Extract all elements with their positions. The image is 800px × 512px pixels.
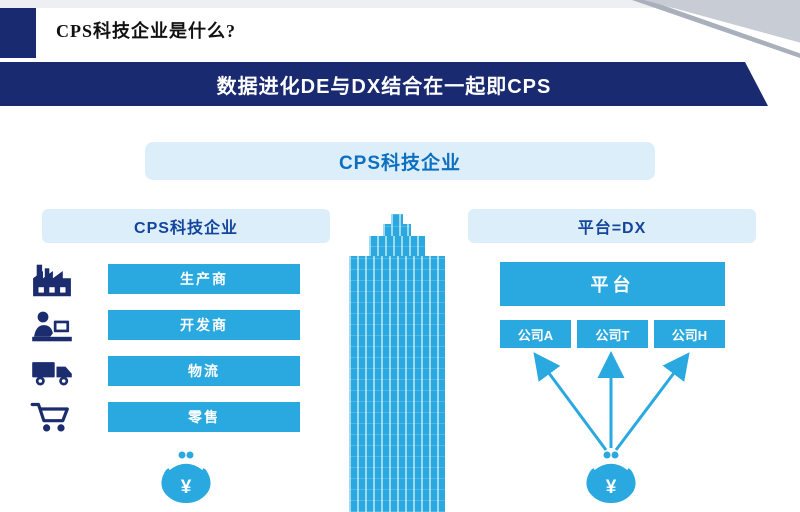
company-box-a: 公司A	[500, 320, 571, 348]
left-panel-title: CPS科技企业	[42, 209, 330, 243]
company-label: 公司A	[517, 327, 554, 343]
step-banner-logistics: 物流	[108, 356, 300, 386]
subtitle-text: 数据进化DE与DX结合在一起即CPS	[216, 75, 552, 98]
factory-icon	[22, 261, 82, 299]
company-label: 公司H	[671, 327, 708, 343]
top-strip	[0, 0, 800, 8]
cps-title-text: CPS科技企业	[338, 152, 462, 174]
right-panel-title: 平台=DX	[468, 209, 756, 243]
purse-icon: ¥	[581, 448, 641, 504]
step-label: 生产商	[180, 271, 228, 287]
skyscraper-top	[383, 224, 411, 238]
company-box-t: 公司T	[577, 320, 648, 348]
yen-symbol: ¥	[606, 477, 617, 498]
company-box-h: 公司H	[654, 320, 725, 348]
company-label: 公司T	[595, 327, 630, 343]
page-title: CPS科技企业是什么?	[56, 21, 237, 41]
arrow-icon	[614, 352, 690, 451]
skyscraper-antenna	[391, 214, 403, 226]
truck-icon	[22, 353, 82, 391]
header-accent-block	[0, 8, 36, 58]
step-label: 零售	[188, 409, 220, 425]
cart-icon	[22, 399, 82, 437]
skyscraper-illustration	[349, 256, 445, 512]
cps-title-pill: CPS科技企业	[145, 142, 655, 180]
step-label: 物流	[188, 363, 220, 379]
subtitle-banner: 数据进化DE与DX结合在一起即CPS	[0, 62, 768, 106]
step-label: 开发商	[180, 317, 228, 333]
right-panel-title-text: 平台=DX	[577, 220, 647, 237]
purse-icon: ¥	[156, 448, 216, 504]
yen-symbol: ¥	[181, 477, 192, 498]
step-banner-retail: 零售	[108, 402, 300, 432]
platform-label: 平台	[590, 275, 635, 295]
step-banner-producer: 生产商	[108, 264, 300, 294]
step-banner-developer: 开发商	[108, 310, 300, 340]
arrow-icon	[533, 352, 608, 451]
developer-icon	[22, 307, 82, 345]
platform-box: 平台	[500, 262, 725, 306]
left-panel-title-text: CPS科技企业	[134, 220, 238, 237]
skyscraper-mid	[369, 236, 425, 258]
